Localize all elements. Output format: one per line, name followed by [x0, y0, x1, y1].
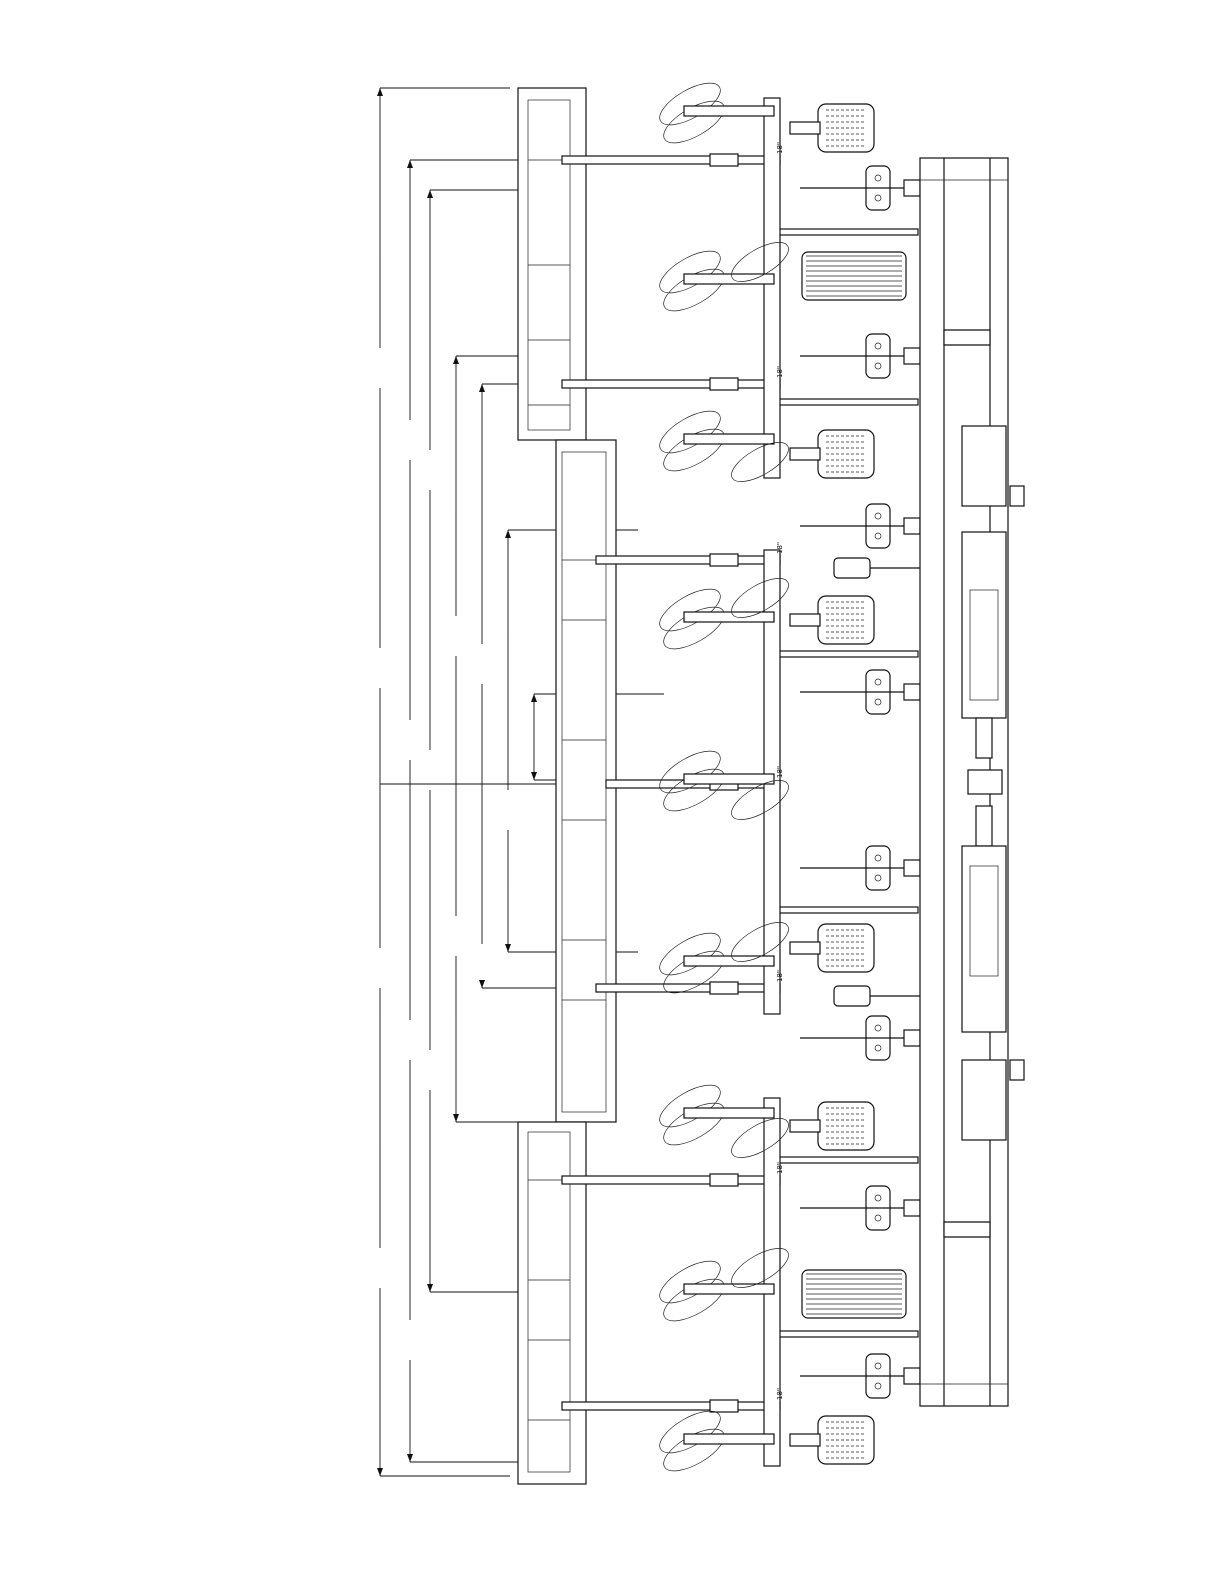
disc-blade: [658, 421, 731, 479]
shank-arm: [770, 1157, 918, 1163]
disc-arm: [684, 434, 774, 444]
bar-clamp: [710, 982, 738, 994]
wheel-mount: [790, 448, 820, 460]
row-bar: [562, 1402, 780, 1410]
shank-arm: [770, 229, 918, 235]
disc-blade: [654, 243, 727, 301]
press-wheels: [790, 104, 906, 1464]
arrowhead: [407, 160, 413, 168]
disc-blade: [654, 743, 727, 801]
shank-arm: [770, 1331, 918, 1337]
row-bar: [596, 556, 780, 564]
row-spacing-label: 18": [776, 970, 784, 982]
row-bar: [596, 984, 780, 992]
bar-clamp: [710, 554, 738, 566]
disc-arm: [684, 274, 774, 284]
arrowhead: [531, 694, 537, 702]
shank-clamp: [904, 860, 920, 876]
shank-clamp: [904, 684, 920, 700]
arrowhead: [377, 88, 383, 96]
wheel-mount: [790, 942, 820, 954]
arrowhead: [479, 384, 485, 392]
disc-arm: [684, 1434, 774, 1444]
row-bar: [562, 1176, 780, 1184]
disc-blade: [654, 1077, 727, 1135]
arrowhead: [453, 1114, 459, 1122]
disc-blade: [658, 261, 731, 319]
bar-clamp: [710, 154, 738, 166]
disc-blade: [654, 581, 727, 639]
bar-clamp: [710, 1400, 738, 1412]
wheel-mount: [790, 122, 820, 134]
disc-blade: [654, 1253, 727, 1311]
shank-clamp: [904, 518, 920, 534]
disc-blade: [658, 1095, 731, 1153]
arrowhead: [505, 530, 511, 538]
shank-arm: [770, 651, 918, 657]
row-spacing-label: 18": [776, 766, 784, 778]
row-bar: [562, 380, 780, 388]
wheel-mount: [790, 614, 820, 626]
bar-clamp: [710, 378, 738, 390]
arrowhead: [407, 1454, 413, 1462]
row-spacing-label: 18": [776, 1162, 784, 1174]
disc-blade: [658, 599, 731, 657]
bar-clamp: [710, 1174, 738, 1186]
shank-clamp: [904, 180, 920, 196]
disc-arm: [684, 612, 774, 622]
arrowhead: [531, 772, 537, 780]
disc-arm: [684, 774, 774, 784]
arrowhead: [427, 190, 433, 198]
arrowhead: [427, 1284, 433, 1292]
disc-blade: [654, 75, 727, 133]
arrowhead: [505, 944, 511, 952]
shank-clamp: [904, 1200, 920, 1216]
wheel-mount: [790, 1434, 820, 1446]
row-spacing-label: 18": [776, 542, 784, 554]
disc-arm: [684, 956, 774, 966]
disc-blade: [654, 1403, 727, 1461]
disc-blade: [658, 93, 731, 151]
shank-clamp: [904, 1030, 920, 1046]
row-spacing-label: 18": [776, 142, 784, 154]
marker-mount: [834, 558, 870, 578]
disc-arm: [684, 106, 774, 116]
disc-blade: [654, 403, 727, 461]
marker-mount: [834, 986, 870, 1006]
row-bar: [562, 156, 780, 164]
arrowhead: [479, 980, 485, 988]
row-spacing-label: 18": [776, 1388, 784, 1400]
disc-arm: [684, 1108, 774, 1118]
shank-arm: [770, 399, 918, 405]
shank-clamp: [904, 1368, 920, 1384]
arrowhead: [377, 1468, 383, 1476]
disc-blade: [658, 1421, 731, 1479]
disc-blade: [654, 925, 727, 983]
arrowhead: [453, 356, 459, 364]
row-spacing-label: 18": [776, 366, 784, 378]
disc-blade: [658, 1271, 731, 1329]
shank-arm: [770, 907, 918, 913]
wheel-mount: [790, 1120, 820, 1132]
shank-clamp: [904, 348, 920, 364]
disc-arm: [684, 1284, 774, 1294]
